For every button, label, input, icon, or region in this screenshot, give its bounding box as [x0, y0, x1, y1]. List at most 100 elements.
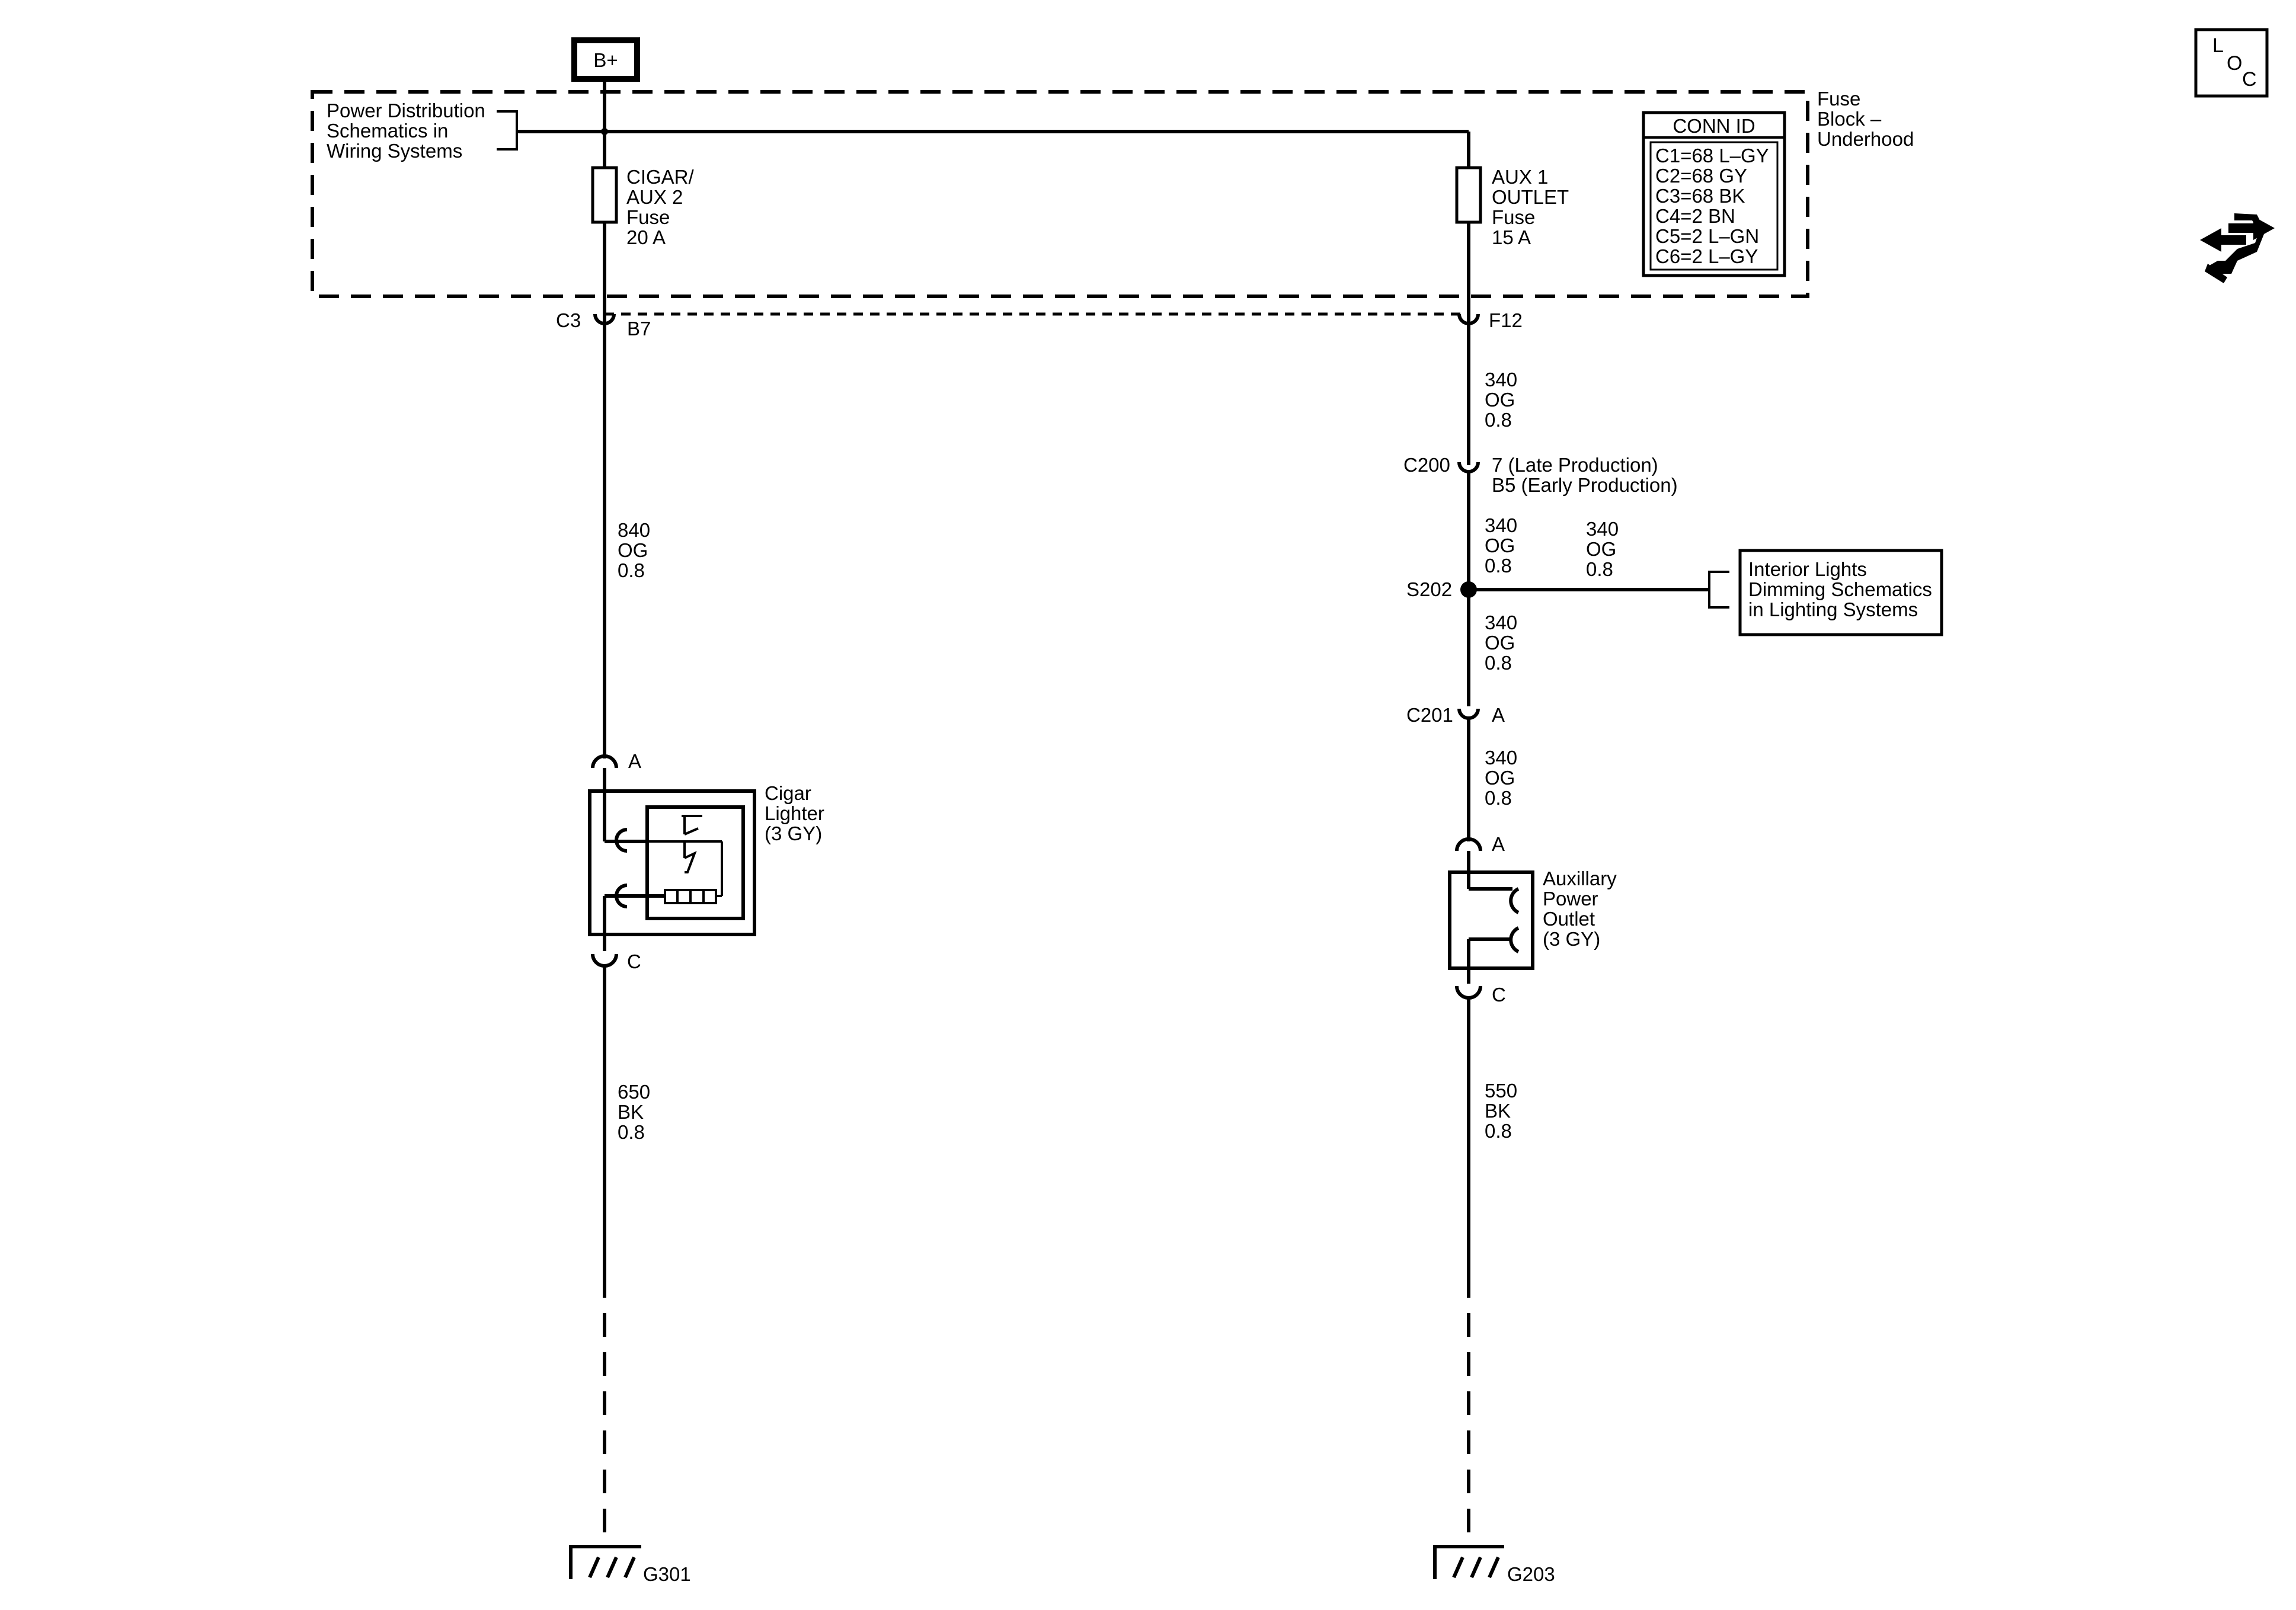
svg-text:C4=2 BN: C4=2 BN — [1655, 205, 1735, 227]
svg-text:C: C — [1492, 984, 1506, 1006]
svg-text:B5 (Early Production): B5 (Early Production) — [1492, 474, 1678, 496]
svg-text:Underhood: Underhood — [1817, 128, 1914, 150]
svg-text:Fuse: Fuse — [1492, 206, 1535, 228]
svg-text:Power: Power — [1543, 888, 1598, 910]
svg-text:Wiring Systems: Wiring Systems — [327, 140, 462, 162]
svg-text:20 A: 20 A — [626, 226, 666, 248]
svg-text:C5=2 L–GN: C5=2 L–GN — [1655, 225, 1759, 247]
auxiliary-power-outlet — [1448, 851, 1534, 984]
svg-text:OG: OG — [618, 539, 648, 561]
outlet-connector-c: C — [1455, 984, 1506, 1006]
svg-text:C200: C200 — [1403, 454, 1450, 476]
svg-text:G203: G203 — [1507, 1563, 1555, 1585]
arrows-icon[interactable] — [2200, 213, 2275, 283]
cigar-lighter-connector-a: A — [591, 750, 641, 772]
svg-text:C3: C3 — [556, 309, 581, 331]
splice-s202: S202 — [1406, 578, 1477, 600]
svg-text:Auxillary: Auxillary — [1543, 868, 1617, 889]
conn-id-table: CONN ID C1=68 L–GY C2=68 GY C3=68 BK C4=… — [1642, 111, 1786, 277]
aux-outlet-label: Auxillary Power Outlet (3 GY) — [1543, 868, 1617, 950]
location-icon[interactable]: L O C — [2194, 28, 2269, 98]
wire-340-a-label: 340 OG 0.8 — [1485, 369, 1517, 431]
svg-text:CONN ID: CONN ID — [1673, 115, 1755, 137]
svg-text:OG: OG — [1485, 767, 1515, 789]
svg-text:C1=68 L–GY: C1=68 L–GY — [1655, 145, 1769, 167]
svg-text:Dimming Schematics: Dimming Schematics — [1748, 578, 1932, 600]
bus-junction — [601, 128, 608, 135]
svg-text:(3 GY): (3 GY) — [765, 822, 822, 844]
svg-text:C: C — [627, 950, 641, 972]
connector-c200: C200 7 (Late Production) B5 (Early Produ… — [1403, 453, 1678, 496]
cigar-lighter — [588, 768, 756, 951]
wire-550-label: 550 BK 0.8 — [1485, 1080, 1517, 1142]
ground-g301: G301 — [569, 1545, 691, 1585]
svg-text:340: 340 — [1485, 612, 1517, 633]
svg-text:0.8: 0.8 — [1485, 1120, 1512, 1142]
svg-text:C: C — [2242, 68, 2257, 91]
aux1-outlet-fuse — [1455, 166, 1482, 224]
svg-text:0.8: 0.8 — [1485, 652, 1512, 674]
svg-text:G301: G301 — [643, 1563, 691, 1585]
svg-text:Cigar: Cigar — [765, 782, 811, 804]
svg-text:A: A — [1492, 704, 1505, 726]
svg-text:Fuse: Fuse — [1817, 88, 1860, 110]
svg-text:OG: OG — [1485, 534, 1515, 556]
svg-text:0.8: 0.8 — [618, 1121, 645, 1143]
outlet-connector-a: A — [1455, 833, 1505, 855]
svg-text:Power Distribution: Power Distribution — [327, 100, 485, 121]
battery-label: B+ — [593, 49, 618, 71]
svg-text:Interior Lights: Interior Lights — [1748, 558, 1867, 580]
svg-text:340: 340 — [1586, 518, 1619, 540]
ground-g203: G203 — [1433, 1545, 1555, 1585]
svg-text:Fuse: Fuse — [626, 206, 670, 228]
wire-340-b-label: 340 OG 0.8 — [1485, 514, 1517, 577]
wire-840-label: 840 OG 0.8 — [618, 519, 650, 581]
svg-text:in Lighting Systems: in Lighting Systems — [1748, 598, 1918, 620]
svg-text:OUTLET: OUTLET — [1492, 186, 1569, 208]
svg-text:AUX 2: AUX 2 — [626, 186, 683, 208]
cigar-lighter-label: Cigar Lighter (3 GY) — [765, 782, 824, 844]
svg-text:840: 840 — [618, 519, 650, 541]
wire-650-label: 650 BK 0.8 — [618, 1081, 650, 1143]
svg-text:C3=68 BK: C3=68 BK — [1655, 185, 1745, 207]
cigar-aux2-fuse — [591, 166, 618, 224]
svg-text:Outlet: Outlet — [1543, 908, 1595, 930]
svg-text:A: A — [1492, 833, 1505, 855]
svg-text:Block –: Block – — [1817, 108, 1882, 130]
svg-text:AUX 1: AUX 1 — [1492, 166, 1548, 188]
svg-text:A: A — [628, 750, 641, 772]
wire-340-d-label: 340 OG 0.8 — [1485, 747, 1517, 809]
aux1-fuse-label: AUX 1 OUTLET Fuse 15 A — [1492, 166, 1569, 248]
svg-text:Schematics in: Schematics in — [327, 120, 448, 142]
svg-text:CIGAR/: CIGAR/ — [626, 166, 695, 188]
svg-text:15 A: 15 A — [1492, 226, 1531, 248]
svg-text:(3 GY): (3 GY) — [1543, 928, 1600, 950]
cigar-lighter-connector-c: C — [591, 950, 641, 972]
svg-text:L: L — [2212, 34, 2224, 57]
svg-text:340: 340 — [1485, 747, 1517, 769]
wire-340-c-label: 340 OG 0.8 — [1485, 612, 1517, 674]
svg-text:Lighter: Lighter — [765, 802, 824, 824]
svg-text:OG: OG — [1485, 632, 1515, 654]
svg-text:B7: B7 — [627, 318, 651, 340]
svg-text:BK: BK — [1485, 1100, 1511, 1122]
svg-text:0.8: 0.8 — [618, 559, 645, 581]
svg-text:C2=68 GY: C2=68 GY — [1655, 165, 1747, 187]
svg-text:C6=2 L–GY: C6=2 L–GY — [1655, 245, 1758, 267]
svg-text:O: O — [2227, 52, 2242, 75]
cigar-fuse-label: CIGAR/ AUX 2 Fuse 20 A — [626, 166, 695, 248]
svg-text:0.8: 0.8 — [1485, 555, 1512, 577]
svg-text:650: 650 — [618, 1081, 650, 1103]
interior-lights-reference: Interior Lights Dimming Schematics in Li… — [1708, 549, 1943, 636]
svg-text:OG: OG — [1586, 538, 1616, 560]
connector-c3-b7: C3 B7 — [556, 308, 651, 340]
svg-text:340: 340 — [1485, 369, 1517, 391]
svg-text:550: 550 — [1485, 1080, 1517, 1102]
svg-text:0.8: 0.8 — [1485, 409, 1512, 431]
svg-text:OG: OG — [1485, 389, 1515, 411]
svg-text:S202: S202 — [1406, 578, 1452, 600]
power-distribution-reference: Power Distribution Schematics in Wiring … — [327, 100, 518, 162]
svg-text:0.8: 0.8 — [1485, 787, 1512, 809]
svg-text:340: 340 — [1485, 514, 1517, 536]
